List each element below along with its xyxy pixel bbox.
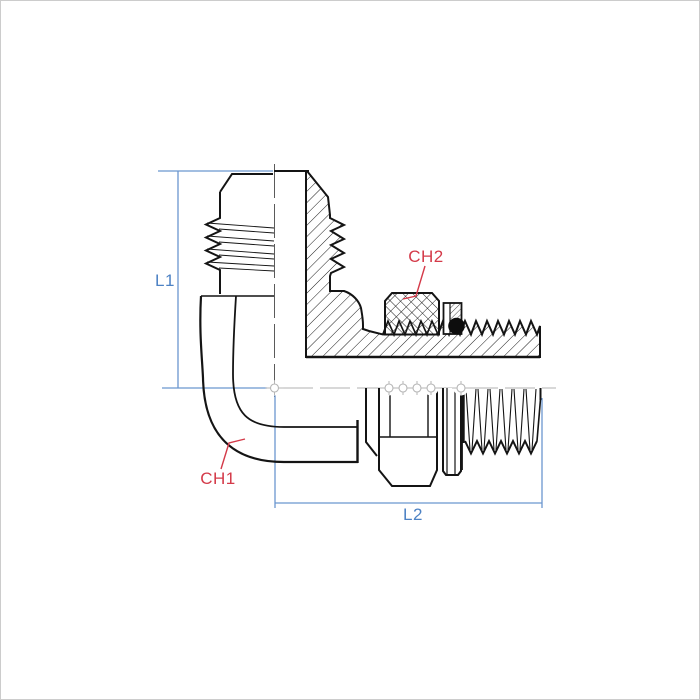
l2-label: L2	[403, 505, 423, 524]
center-mark	[422, 380, 440, 396]
center-mark	[408, 380, 426, 396]
elbow-body-external-view	[199, 295, 359, 464]
dimension-lines	[158, 170, 543, 508]
center-mark	[452, 380, 470, 396]
center-mark	[394, 380, 412, 396]
elbow-inner-curve	[232, 295, 358, 428]
locknut-section	[382, 292, 444, 337]
ch1-label: CH1	[200, 469, 236, 488]
ch2-leader-line	[402, 265, 426, 300]
elbow-outer-curve	[199, 295, 358, 464]
section-cut-wall	[274, 170, 541, 359]
center-marks	[265, 380, 470, 396]
center-mark	[380, 380, 398, 396]
washer-and-oring	[442, 302, 465, 335]
tube-stub	[365, 388, 378, 457]
leader-lines	[220, 265, 426, 470]
bottom-external-view	[365, 388, 542, 487]
ch2-label: CH2	[408, 247, 444, 266]
l1-label: L1	[155, 271, 175, 290]
section-hatched-region	[305, 170, 541, 358]
external-thread-root-zigzag	[464, 438, 538, 456]
ch1-leader-line	[220, 438, 246, 470]
thread-helix-lines	[206, 222, 275, 272]
flange-outline	[442, 388, 462, 476]
fitting-body	[199, 170, 542, 487]
meshed-thread-line	[382, 318, 444, 337]
thread-runout-right	[536, 398, 542, 442]
o-ring	[448, 317, 465, 335]
male-flare-thread-external-view	[201, 173, 275, 297]
center-mark	[265, 380, 284, 396]
external-thread-flank-lines	[465, 388, 537, 451]
